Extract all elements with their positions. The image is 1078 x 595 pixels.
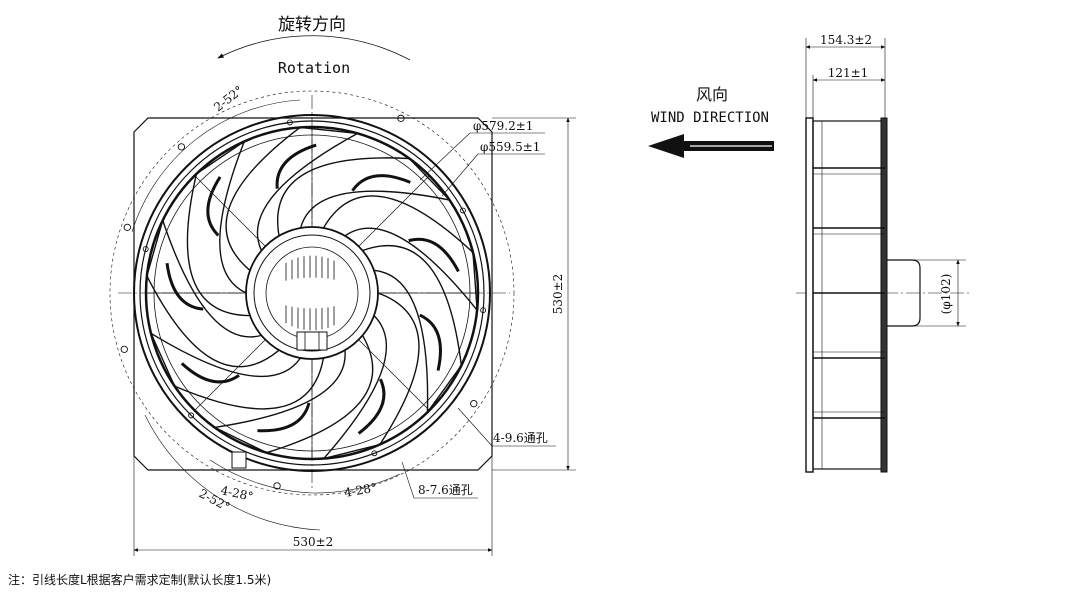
blade-stiffener (165, 262, 204, 311)
motor-protrusion (887, 259, 921, 327)
hole-leaders (401, 407, 556, 499)
outer-shroud-ring (133, 114, 491, 472)
diameter-579: φ579.2±1 (473, 119, 533, 133)
footnote: 注：引线长度L根据客户需求定制(默认长度1.5米) (8, 573, 272, 587)
mounting-hole (142, 246, 149, 252)
blade-stiffener (408, 237, 460, 273)
outlet-ring (880, 117, 888, 473)
fan-blade (225, 126, 360, 271)
width-label: 530±2 (293, 535, 334, 549)
fan-blade (146, 218, 280, 368)
blade-stiffener (357, 378, 386, 435)
square-frame (133, 117, 493, 471)
hole-small-label: 8-7.6通孔 (418, 483, 473, 497)
wind-label-cn: 风向 (696, 85, 728, 104)
hub-diameter-label: (φ102) (939, 274, 953, 315)
mounting-hole (273, 482, 281, 490)
mounting-hole (123, 223, 131, 231)
fan-blade (186, 139, 250, 317)
angle-arc-bottom-left (144, 414, 321, 531)
angle-bottom-b: 4-28° (343, 480, 378, 500)
height-dimension (492, 117, 576, 471)
side-dimensions (805, 38, 966, 327)
blade-stiffener (419, 313, 442, 371)
side-view (796, 117, 972, 473)
fan-blade (212, 335, 374, 454)
blade-stiffener (275, 143, 317, 189)
fan-blade (322, 195, 478, 313)
mounting-hole (120, 345, 128, 353)
mounting-hole (480, 307, 487, 314)
frame-plate (805, 117, 814, 473)
rotation-label-cn: 旋转方向 (278, 15, 346, 35)
hub-inner-ring (253, 234, 371, 352)
blade-stiffener (180, 362, 240, 384)
fan-blade (321, 292, 420, 460)
mounting-hole (371, 450, 378, 457)
blade-stiffener (257, 402, 311, 433)
fan-blades (146, 126, 478, 460)
rotation-label-en: Rotation (278, 59, 350, 77)
hole-large-label: 4-9.6通孔 (493, 431, 548, 445)
depth-total-label: 154.3±2 (820, 33, 872, 47)
mounting-holes (120, 114, 487, 490)
fan-body (812, 120, 886, 470)
fan-blade (277, 157, 452, 236)
mounting-hole (286, 119, 293, 126)
mounting-hole (188, 412, 195, 419)
blade-stiffener (206, 176, 222, 237)
angle-top-left: 2-52° (211, 83, 246, 114)
side-struts-thin (813, 121, 885, 469)
diameter-559: φ559.5±1 (480, 140, 540, 154)
bolt-circle (109, 90, 515, 496)
wind-arrow (648, 134, 774, 158)
width-dimension (133, 456, 493, 556)
fan-blade (149, 331, 325, 410)
motor-hub (245, 226, 379, 360)
depth-frame-label: 121±1 (828, 66, 869, 80)
shroud-ring-2 (139, 120, 485, 466)
rotation-arrow (217, 35, 411, 61)
side-struts (813, 167, 885, 419)
fan-blade (362, 245, 463, 415)
angle-arc-top-left (131, 99, 301, 233)
cable-outlet (231, 451, 247, 469)
mounting-hole (459, 207, 466, 214)
blade-stiffener (351, 174, 411, 192)
diameter-leaders (419, 132, 545, 197)
cable-connector (296, 331, 328, 351)
mounting-hole (177, 143, 186, 151)
angle-bottom-a: 4-28° (219, 483, 254, 504)
mounting-hole (397, 114, 405, 122)
hub-cooling-fins (285, 255, 335, 331)
mounting-hole (470, 400, 478, 408)
front-view (109, 90, 515, 496)
wind-label-en: WIND DIRECTION (651, 110, 769, 126)
height-label: 530±2 (551, 274, 565, 315)
